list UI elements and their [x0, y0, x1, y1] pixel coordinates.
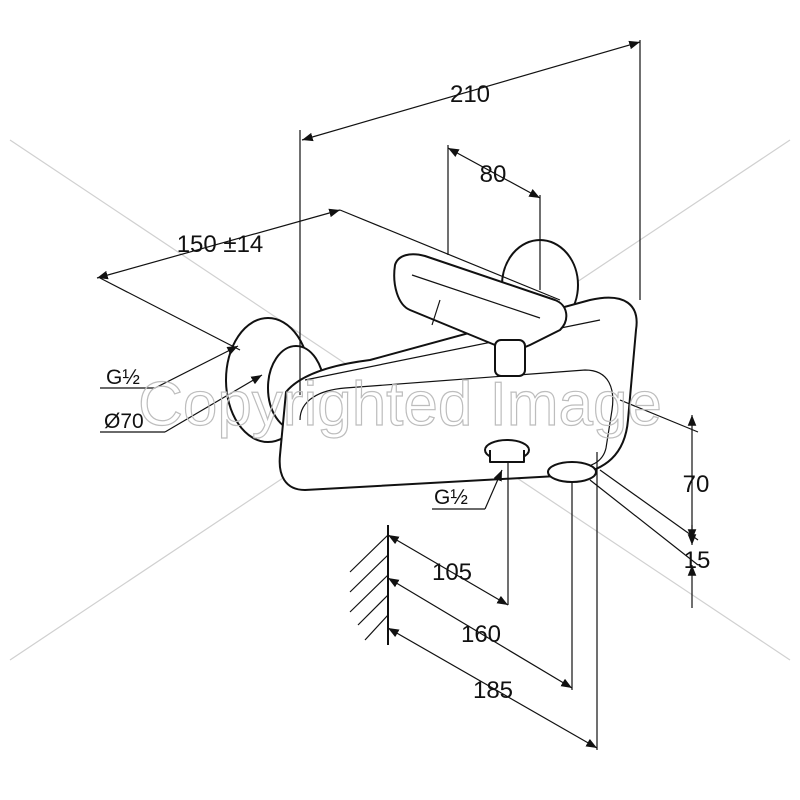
mixer-body-drawing: [225, 239, 638, 491]
dim-thread-wall: G½: [106, 366, 140, 389]
watermark-text: Copyrighted Image: [138, 370, 662, 439]
dim-flange-diameter: Ø70: [104, 410, 144, 433]
dim-depth-mid: 160: [461, 621, 501, 648]
dim-overall-width: 210: [450, 81, 490, 108]
dim-depth-total: 185: [473, 677, 513, 704]
dim-handle-width: 80: [480, 161, 507, 188]
dim-center-distance: 150 ±14: [177, 231, 264, 258]
dim-thread-outlet: G½: [434, 486, 468, 509]
dim-outlet-offset: 15: [684, 547, 711, 574]
leader-lines: [100, 345, 503, 510]
dim-height: 70: [683, 471, 710, 498]
dim-depth-outlet: 105: [432, 559, 472, 586]
dimension-lines: [96, 40, 697, 749]
wall-symbol: [349, 525, 389, 645]
